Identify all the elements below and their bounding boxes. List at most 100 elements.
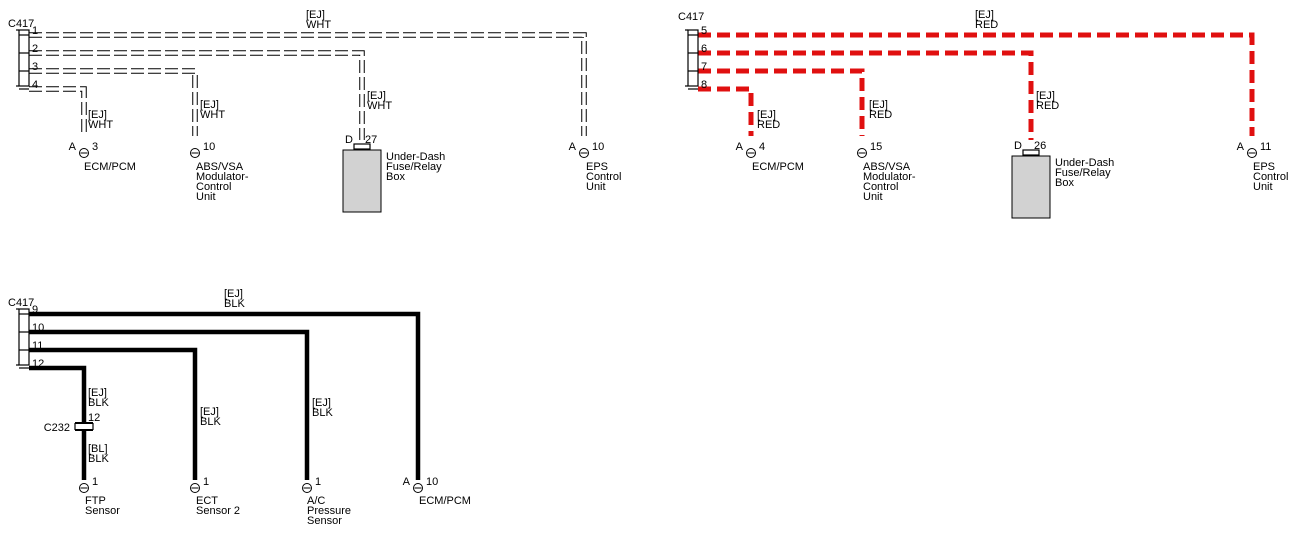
- red-branch-code: RED: [869, 109, 892, 121]
- white-connector-label: C417: [8, 18, 34, 30]
- red-component-name: Unit: [1253, 181, 1273, 193]
- red-terminal-number: 4: [759, 141, 765, 153]
- black-wire: [29, 329, 310, 480]
- white-branch-code: [EJ]: [200, 99, 219, 111]
- red-wire: [698, 50, 1034, 140]
- white-branch-code: [EJ]: [88, 109, 107, 121]
- white-wire-label: WHT: [306, 19, 331, 31]
- red-terminal-number: 15: [870, 141, 882, 153]
- white-branch-code: WHT: [367, 100, 392, 112]
- white-terminal-number: 27: [365, 134, 377, 146]
- white-connector-body: [18, 29, 30, 87]
- red-component-name: Modulator-: [863, 171, 916, 183]
- white-terminal-letter: A: [69, 141, 77, 153]
- red-fusebox-terminal: [1022, 149, 1040, 156]
- white-pin-number: 1: [32, 25, 38, 37]
- white-branch-code: WHT: [88, 119, 113, 131]
- black-connector-body: [18, 308, 30, 366]
- black-branch-code: [EJ]: [88, 387, 107, 399]
- red-connector-body: [687, 29, 699, 87]
- white-pin-number: 4: [32, 79, 38, 91]
- white-fusebox-body: [342, 149, 382, 213]
- red-component-name: Unit: [863, 191, 883, 203]
- white-component-name: EPS: [586, 161, 608, 173]
- white-terminal-letter: D: [345, 134, 353, 146]
- black-inline-connector-label: C232: [44, 422, 70, 434]
- red-pin-number: 7: [701, 61, 707, 73]
- red-pin-number: 8: [701, 79, 707, 91]
- black-wire: [29, 311, 421, 480]
- white-terminal-number: 3: [92, 141, 98, 153]
- red-component-name: Under-Dash: [1055, 157, 1114, 169]
- black-wire-label: [EJ]: [224, 288, 243, 300]
- red-wire: [698, 68, 865, 136]
- black-component-name: Sensor: [85, 505, 120, 517]
- black-wire-label: BLK: [224, 298, 245, 310]
- white-branch-code: WHT: [200, 109, 225, 121]
- black-terminal-number: 1: [315, 476, 321, 488]
- red-component-name: Control: [1253, 171, 1288, 183]
- black-branch-code: [EJ]: [312, 397, 331, 409]
- black-pin-number: 10: [32, 322, 44, 334]
- red-fusebox-body: [1011, 155, 1051, 219]
- black-pin-number: 9: [32, 304, 38, 316]
- black-terminal-letter: A: [403, 476, 411, 488]
- black-component-name: Sensor: [307, 515, 342, 527]
- white-wire-inner: [29, 69, 197, 136]
- black-wire-circuit: C4179101112[EJ]BLKC23212[BL]BLK[EJ]BLK[E…: [8, 288, 471, 527]
- black-branch-code: BLK: [312, 407, 333, 419]
- black-inline-connector-pin: 12: [88, 412, 100, 424]
- red-branch-code: RED: [757, 119, 780, 131]
- red-terminal-number: 26: [1034, 140, 1046, 152]
- white-component-name: Under-Dash: [386, 151, 445, 163]
- black-branch-code: [EJ]: [200, 406, 219, 418]
- red-branch-code: [EJ]: [1036, 90, 1055, 102]
- white-component-name: Unit: [196, 191, 216, 203]
- red-component-name: Fuse/Relay: [1055, 167, 1111, 179]
- red-wire-label: [EJ]: [975, 9, 994, 21]
- black-pin-number: 12: [32, 358, 44, 370]
- red-wire-label: RED: [975, 19, 998, 31]
- red-pin-number: 5: [701, 25, 707, 37]
- black-terminal-number: 1: [92, 476, 98, 488]
- white-wire-inner: [29, 87, 86, 136]
- red-component-name: Box: [1055, 177, 1074, 189]
- red-pin-number: 6: [701, 43, 707, 55]
- black-branch-code: BLK: [200, 416, 221, 428]
- white-wire: [29, 86, 87, 136]
- white-fusebox-terminal: [353, 143, 371, 150]
- black-component-name: A/C: [307, 495, 325, 507]
- black-branch-code: BLK: [88, 397, 109, 409]
- black-component-name: ECM/PCM: [419, 495, 471, 507]
- red-component-name: ECM/PCM: [752, 161, 804, 173]
- black-connector-label: C417: [8, 297, 34, 309]
- white-wire-inner: [29, 33, 586, 136]
- red-wire: [698, 32, 1255, 136]
- white-branch-code: [EJ]: [367, 90, 386, 102]
- red-branch-code: [EJ]: [869, 99, 888, 111]
- white-component-name: Fuse/Relay: [386, 161, 442, 173]
- black-component-name: Pressure: [307, 505, 351, 517]
- white-component-name: Modulator-: [196, 171, 249, 183]
- red-terminal-letter: A: [736, 141, 744, 153]
- white-terminal-number: 10: [592, 141, 604, 153]
- black-component-name: Sensor 2: [196, 505, 240, 517]
- black-terminal-number: 10: [426, 476, 438, 488]
- black-component-name: ECT: [196, 495, 218, 507]
- red-connector-label: C417: [678, 11, 704, 23]
- white-component-name: Unit: [586, 181, 606, 193]
- red-branch-code: RED: [1036, 100, 1059, 112]
- red-component-name: Control: [863, 181, 898, 193]
- white-component-name: ECM/PCM: [84, 161, 136, 173]
- white-component-name: ABS/VSA: [196, 161, 244, 173]
- red-terminal-number: 11: [1260, 141, 1271, 153]
- white-component-name: Control: [586, 171, 621, 183]
- white-wire-inner: [29, 51, 364, 140]
- red-terminal-letter: D: [1014, 140, 1022, 152]
- black-wire: [29, 365, 87, 480]
- white-wire-label: [EJ]: [306, 9, 325, 21]
- black-terminal-number: 1: [203, 476, 209, 488]
